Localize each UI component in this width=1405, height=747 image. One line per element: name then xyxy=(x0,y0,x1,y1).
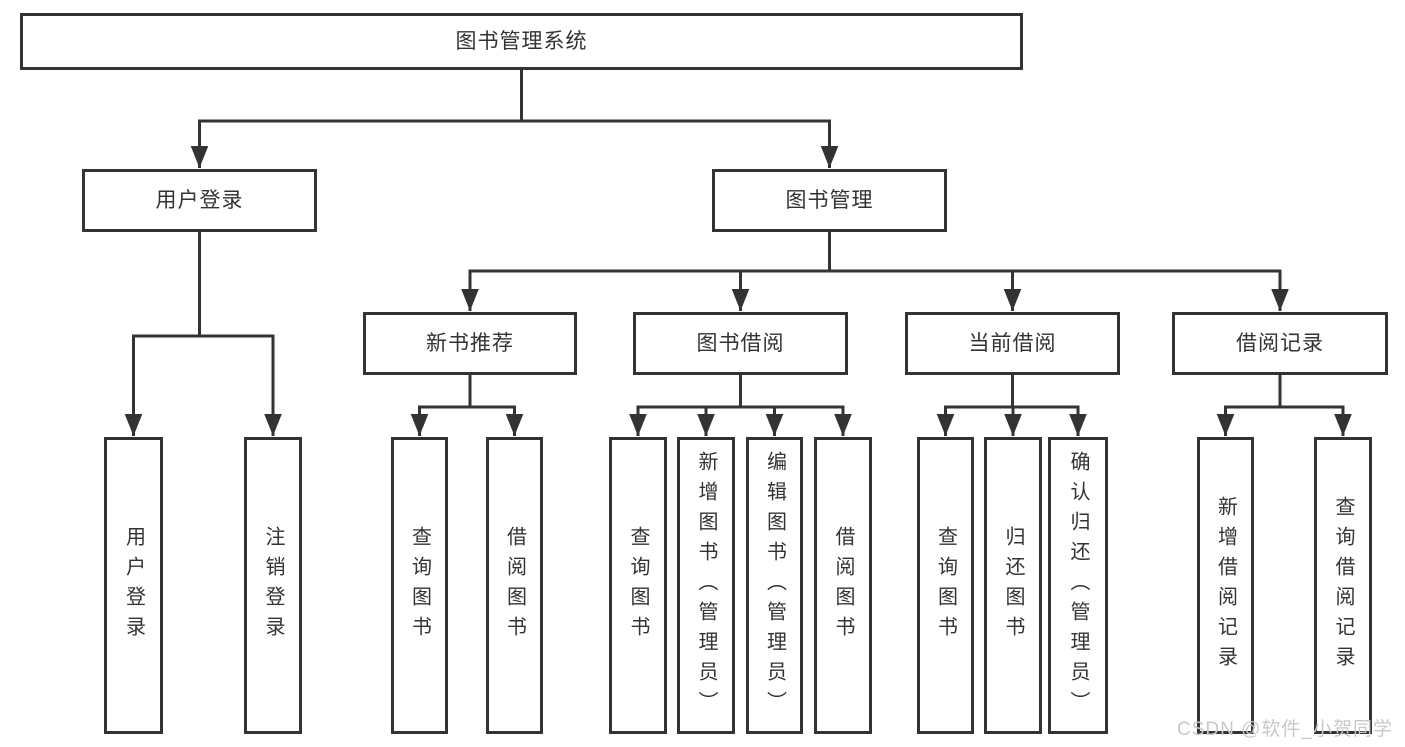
leaf-query-borrow-record: 查询借阅记录 xyxy=(1314,437,1372,734)
csdn-watermark: CSDN @软件_小贺同学 xyxy=(1177,719,1393,740)
leaf-query-books-1: 查询图书 xyxy=(391,437,448,734)
node-book-borrow: 图书借阅 xyxy=(633,312,848,375)
leaf-logout: 注销登录 xyxy=(244,437,302,734)
leaf-borrow-books-2: 借阅图书 xyxy=(814,437,872,734)
node-current-borrow: 当前借阅 xyxy=(905,312,1120,375)
leaf-borrow-books-1: 借阅图书 xyxy=(486,437,543,734)
leaf-query-books-3: 查询图书 xyxy=(917,437,974,734)
leaf-add-books-admin: 新增图书（管理员） xyxy=(677,437,735,734)
leaf-confirm-return-admin: 确认归还（管理员） xyxy=(1048,437,1108,734)
node-root-system: 图书管理系统 xyxy=(20,13,1023,70)
leaf-return-books: 归还图书 xyxy=(984,437,1042,734)
leaf-add-borrow-record: 新增借阅记录 xyxy=(1197,437,1254,734)
leaf-edit-books-admin: 编辑图书（管理员） xyxy=(746,437,803,734)
node-borrow-records: 借阅记录 xyxy=(1172,312,1388,375)
node-new-book-recommend: 新书推荐 xyxy=(363,312,577,375)
leaf-user-login: 用户登录 xyxy=(104,437,163,734)
leaf-query-books-2: 查询图书 xyxy=(609,437,667,734)
node-user-login: 用户登录 xyxy=(82,169,317,232)
node-book-management: 图书管理 xyxy=(712,169,947,232)
